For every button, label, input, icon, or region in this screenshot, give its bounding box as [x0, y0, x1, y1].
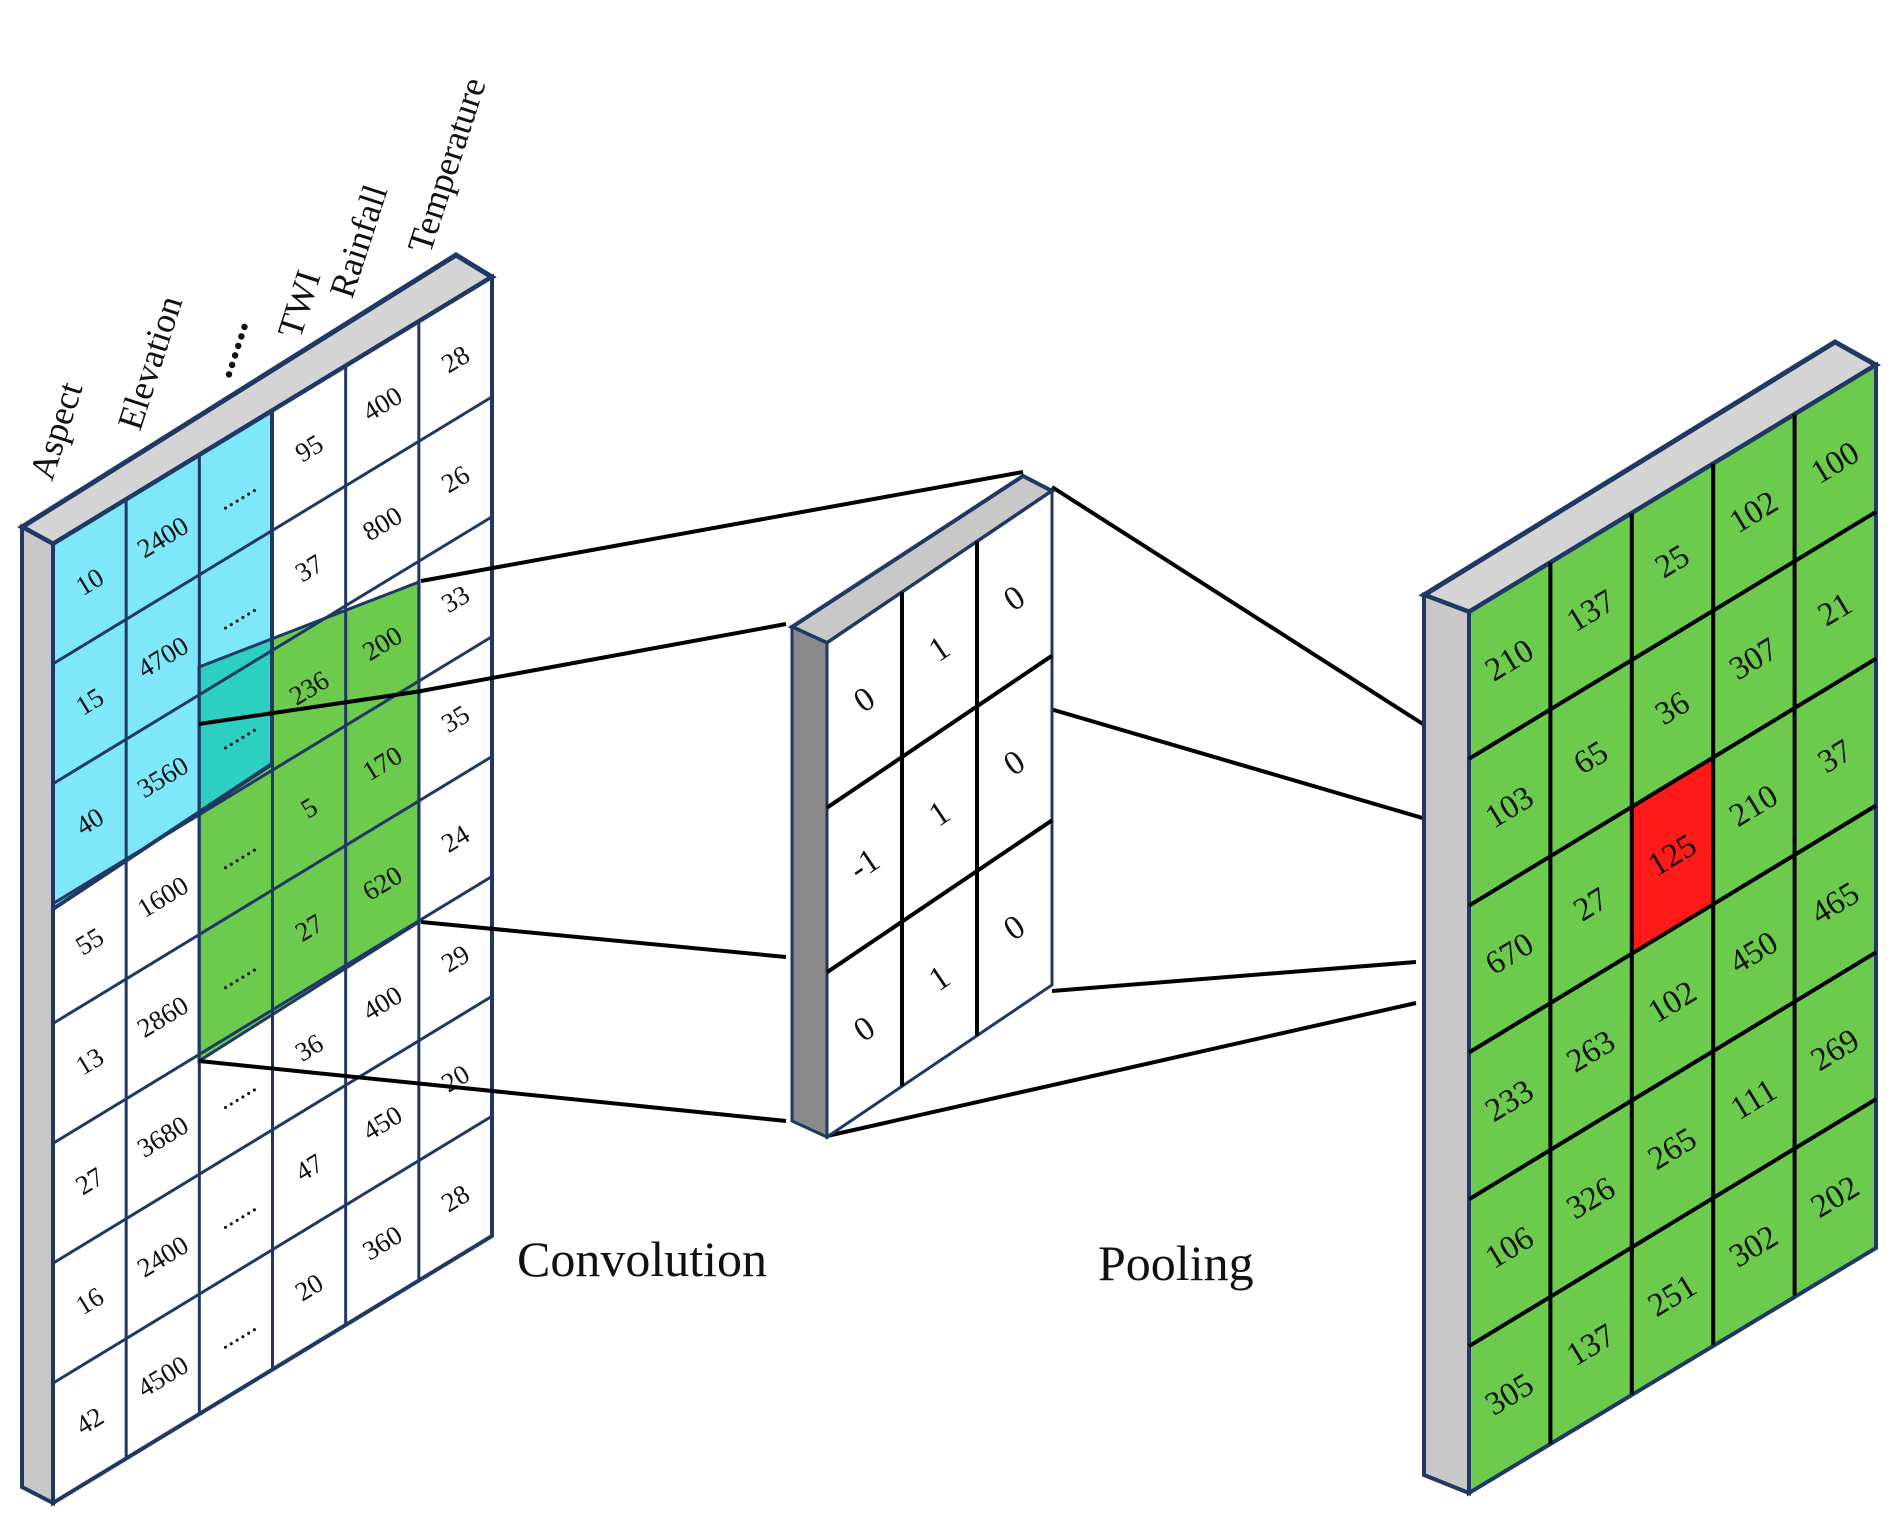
connector-line: [826, 1001, 1417, 1138]
grid-row-line: [1467, 656, 1878, 908]
feature-label-rainfall: Rainfall: [322, 180, 396, 303]
connector-line: [420, 470, 1024, 583]
grid-row-line: [825, 654, 1054, 810]
green-region-border: [197, 579, 421, 1064]
grid-row-line: [52, 1114, 493, 1385]
feature-label-aspect: Aspect: [22, 377, 91, 484]
kernel-grid-lines: [825, 541, 1054, 1087]
feature-label-temperature: Temperature: [400, 73, 494, 258]
grid-row-line: [825, 818, 1054, 974]
grid-row-line: [52, 994, 493, 1265]
pooling-caption: Pooling: [1098, 1235, 1254, 1291]
grid-row-line: [1467, 1097, 1878, 1348]
connector-line: [198, 1059, 787, 1123]
grid-row-line: [1467, 803, 1878, 1055]
convolution-caption: Convolution: [517, 1231, 767, 1287]
input-slab-side-face: [20, 523, 55, 1507]
feature-label-twi: TWI: [270, 265, 329, 342]
pooled-grid-lines: [1467, 414, 1878, 1444]
pooled-slab-side-face: [1422, 592, 1471, 1496]
grid-row-line: [1467, 510, 1878, 761]
max-pool-highlight-cell: [1631, 757, 1714, 954]
feature-label-elevation: Elevation: [110, 291, 191, 435]
connector-line: [198, 689, 423, 726]
input-matrix-slab: 102400......9540028154700......378002640…: [17, 252, 497, 1507]
connector-lines: [198, 470, 1428, 1138]
grid-row-line: [1467, 950, 1878, 1202]
connector-line: [420, 622, 787, 693]
cyan-region-border: [51, 407, 274, 913]
connector-line: [1050, 485, 1428, 728]
kernel-slab-side-face: [790, 624, 829, 1140]
connector-line: [1051, 960, 1417, 993]
connector-line: [420, 920, 787, 959]
pooled-map-slab: 2101372510210010365363072167027125210372…: [1418, 339, 1881, 1497]
feature-label-ellipsis: ......: [196, 312, 257, 383]
